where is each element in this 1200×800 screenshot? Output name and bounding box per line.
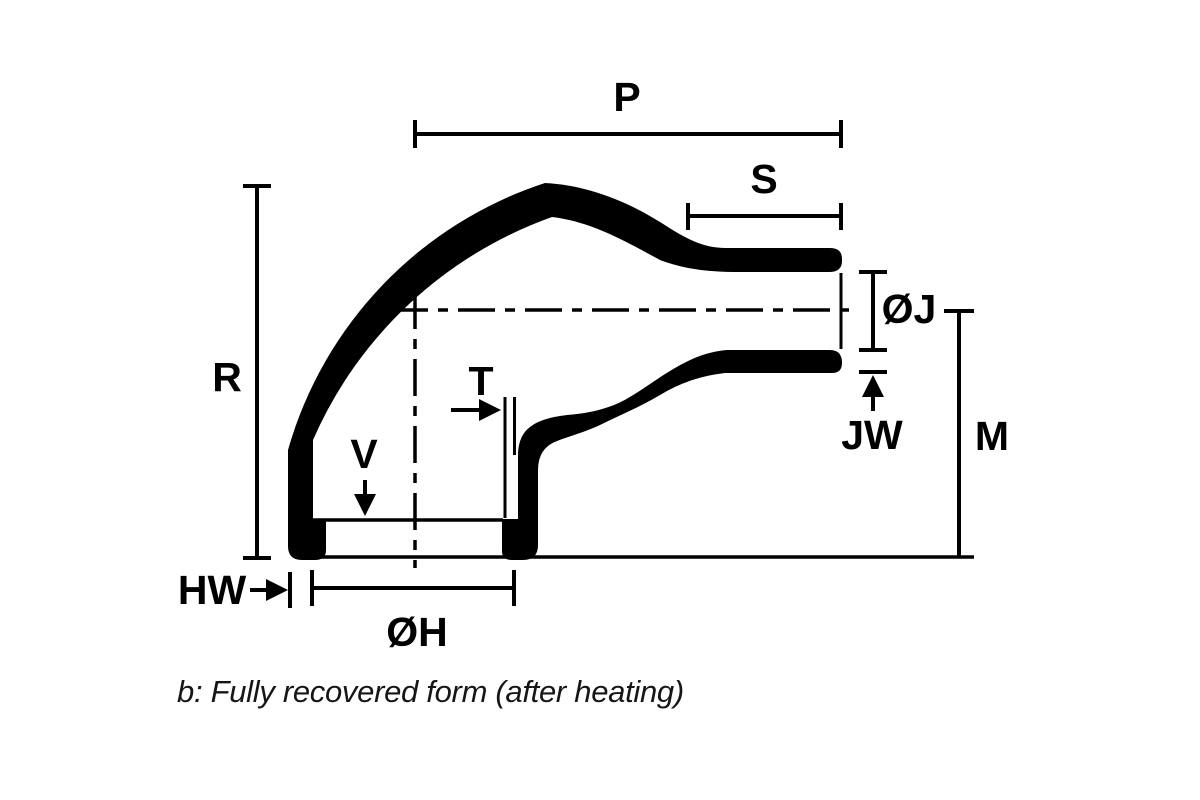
dimension-jw: JW	[841, 370, 903, 458]
v-label: V	[350, 431, 378, 477]
dimension-oj: ØJ	[859, 270, 937, 352]
dimension-s: S	[686, 156, 843, 230]
p-label: P	[613, 74, 640, 120]
jw-arrow-up-icon	[862, 375, 884, 397]
centerlines	[391, 292, 849, 568]
figure-caption: b: Fully recovered form (after heating)	[177, 674, 684, 709]
hw-arrow-right-icon	[266, 579, 288, 601]
jw-label: JW	[841, 412, 903, 458]
dimension-v: V	[350, 431, 378, 516]
t-arrow-right-icon	[479, 399, 501, 421]
v-arrow-down-icon	[354, 494, 376, 516]
oh-label: ØH	[386, 609, 448, 655]
inner-wall-path	[502, 350, 842, 560]
oj-label: ØJ	[882, 286, 937, 332]
dimension-t: T	[451, 358, 501, 421]
dimension-m: M	[944, 309, 1009, 557]
outer-shell-path	[288, 183, 842, 560]
boot-shape	[288, 183, 974, 560]
s-label: S	[750, 156, 777, 202]
dimension-oh: ØH	[310, 570, 516, 655]
dimension-r: R	[212, 184, 271, 560]
t-label: T	[468, 358, 493, 404]
m-label: M	[975, 413, 1009, 459]
dimension-hw: HW	[178, 567, 292, 613]
dimension-p: P	[413, 74, 843, 148]
hw-label: HW	[178, 567, 247, 613]
r-label: R	[212, 354, 242, 400]
